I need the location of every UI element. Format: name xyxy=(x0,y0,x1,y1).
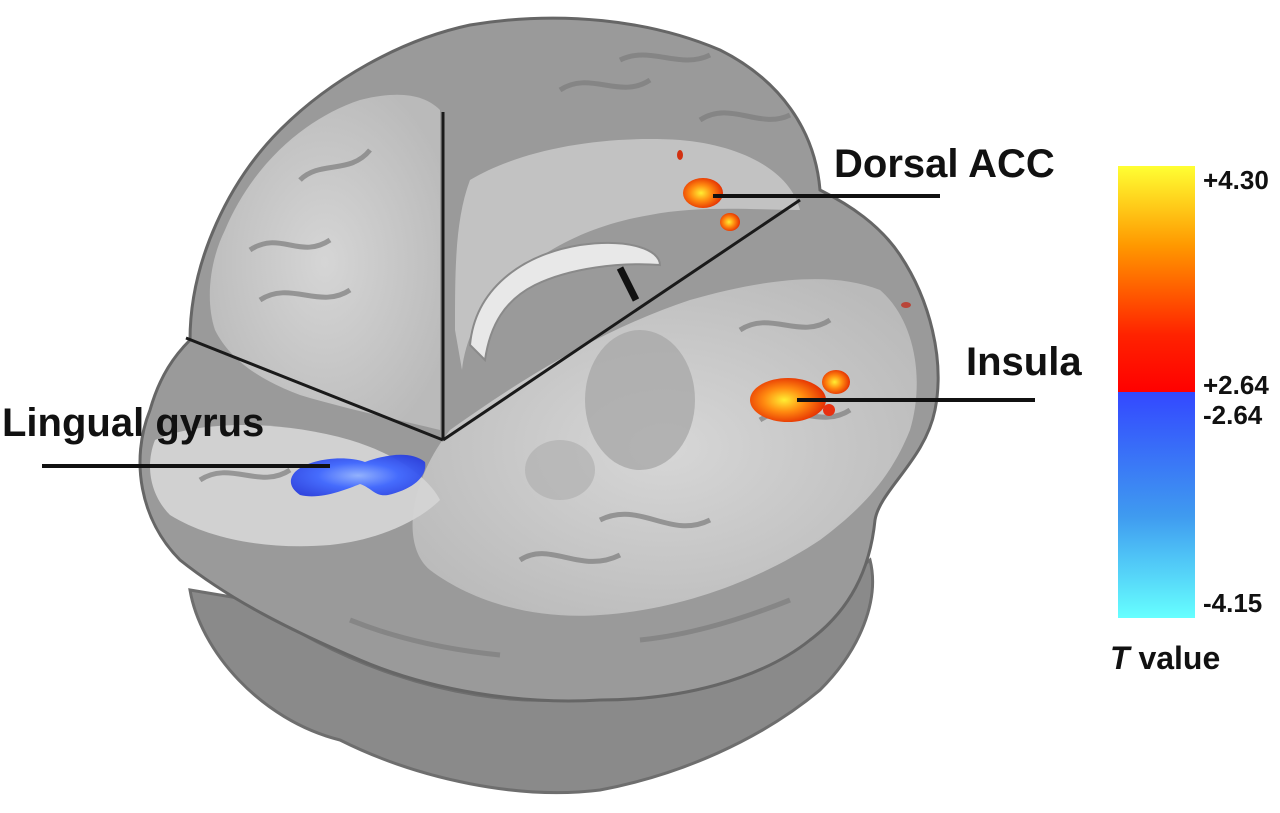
dorsal-acc-label: Dorsal ACC xyxy=(834,142,1055,186)
colorbar-title-value: value xyxy=(1130,640,1221,676)
white-matter-coronal xyxy=(209,94,440,430)
colorbar-title: T value xyxy=(1110,640,1220,676)
lingual-gyrus-label: Lingual gyrus xyxy=(2,401,264,445)
colorbar-negative xyxy=(1118,392,1195,618)
colorbar-tick-min-negative: -4.15 xyxy=(1203,588,1262,618)
colorbar-tick-min-positive: +2.64 xyxy=(1203,370,1269,400)
slice-axes xyxy=(185,112,801,442)
corpus-callosum xyxy=(468,241,662,363)
brain-image xyxy=(138,16,940,795)
colorbar-title-t: T xyxy=(1110,640,1132,676)
leader-lines xyxy=(42,194,1035,468)
dorsal-acc-activation xyxy=(677,150,740,231)
insula-activation xyxy=(750,302,911,422)
insula-label: Insula xyxy=(966,340,1082,384)
colorbar: +4.30 +2.64 -2.64 -4.15 T value xyxy=(1110,165,1269,676)
colorbar-tick-max-negative: -2.64 xyxy=(1203,400,1263,430)
colorbar-tick-max-positive: +4.30 xyxy=(1203,165,1269,195)
colorbar-positive xyxy=(1118,166,1195,392)
